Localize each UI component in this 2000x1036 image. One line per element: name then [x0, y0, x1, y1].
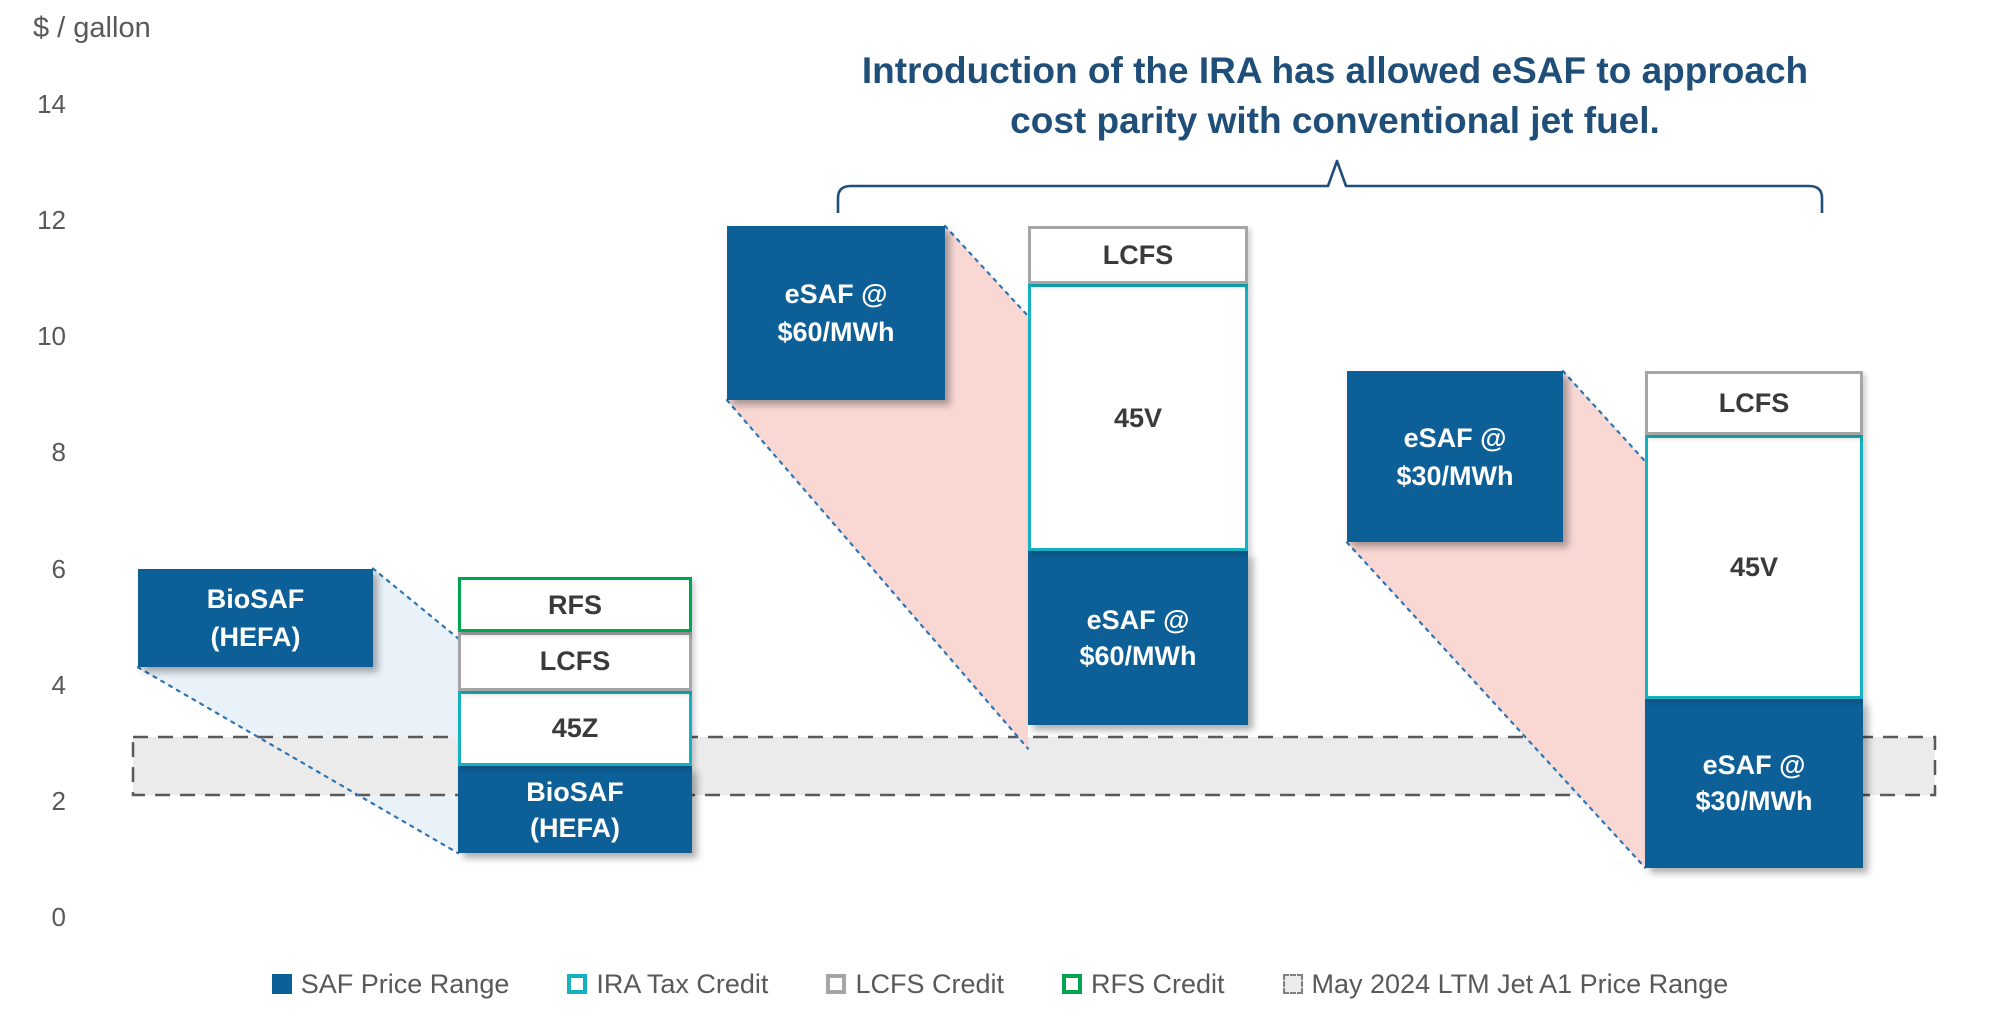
y-tick-label: 14 [37, 89, 66, 119]
legend-swatch-icon [1282, 974, 1303, 994]
y-axis-unit-label: $ / gallon [33, 12, 151, 44]
y-tick-label: 12 [37, 205, 66, 236]
chart-legend: SAF Price Range IRA Tax Credit LCFS Credit… [0, 958, 2000, 1010]
connector-dotted-line-top [1561, 370, 1647, 463]
bar-segment-saf-price: eSAF @ $60/MWh [1028, 551, 1248, 726]
legend-label: SAF Price Range [300, 968, 510, 999]
chart-title-line1: Introduction of the IRA has allowed eSAF… [861, 50, 1809, 91]
y-tick-label: 6 [51, 553, 66, 584]
price-box-esaf-30-mwh: eSAF @ $30/MWh [1347, 371, 1563, 543]
price-box-esaf-60-mwh: eSAF @ $60/MWh [727, 225, 945, 401]
legend-label: IRA Tax Credit [596, 968, 769, 999]
y-tick-label: 8 [51, 437, 66, 468]
legend-item-rfs-credit: RFS Credit [1061, 968, 1225, 1000]
bar-segment-lcfs-credit: LCFS [1645, 371, 1863, 435]
bar-segment-rfs-credit: RFS [458, 577, 692, 633]
bar-segment-saf-price: eSAF @ $30/MWh [1645, 699, 1863, 868]
bar-segment-ira-credit: 45V [1028, 284, 1248, 552]
legend-swatch-icon [826, 974, 847, 994]
price-box-biosaf-hefa-: BioSAF (HEFA) [138, 568, 373, 668]
connector-dotted-line-top [371, 567, 460, 640]
connector-dotted-line-bottom [1345, 541, 1647, 869]
legend-item-may-2024-ltm-jet-a1-price-range: May 2024 LTM Jet A1 Price Range [1282, 968, 1729, 1000]
legend-swatch-icon [567, 974, 588, 994]
legend-label: RFS Credit [1090, 968, 1225, 999]
bar-segment-ira-credit: 45V [1645, 435, 1863, 700]
chart-title-line2: cost parity with conventional jet fuel. [1010, 100, 1660, 141]
bar-segment-lcfs-credit: LCFS [458, 632, 692, 691]
connector-dotted-line-top [943, 224, 1030, 318]
legend-item-saf-price-range: SAF Price Range [271, 968, 510, 1000]
bar-segment-ira-credit: 45Z [458, 690, 692, 766]
y-tick-label: 4 [51, 669, 66, 700]
connector-dotted-line-bottom [136, 666, 460, 855]
legend-item-ira-tax-credit: IRA Tax Credit [567, 969, 768, 1000]
y-tick-label: 2 [51, 785, 66, 816]
legend-label: May 2024 LTM Jet A1 Price Range [1311, 968, 1729, 999]
legend-label: LCFS Credit [855, 968, 1004, 999]
y-tick-label: 0 [51, 902, 66, 932]
bar-segment-saf-price: BioSAF (HEFA) [458, 766, 692, 854]
legend-swatch-icon [1061, 974, 1082, 994]
y-tick-label: 10 [37, 321, 66, 352]
title-brace [836, 159, 1824, 213]
legend-swatch-icon [271, 974, 292, 994]
legend-item-lcfs-credit: LCFS Credit [826, 969, 1004, 1000]
chart-title: Introduction of the IRA has allowed eSAF… [640, 46, 2000, 146]
bar-segment-lcfs-credit: LCFS [1028, 225, 1248, 284]
